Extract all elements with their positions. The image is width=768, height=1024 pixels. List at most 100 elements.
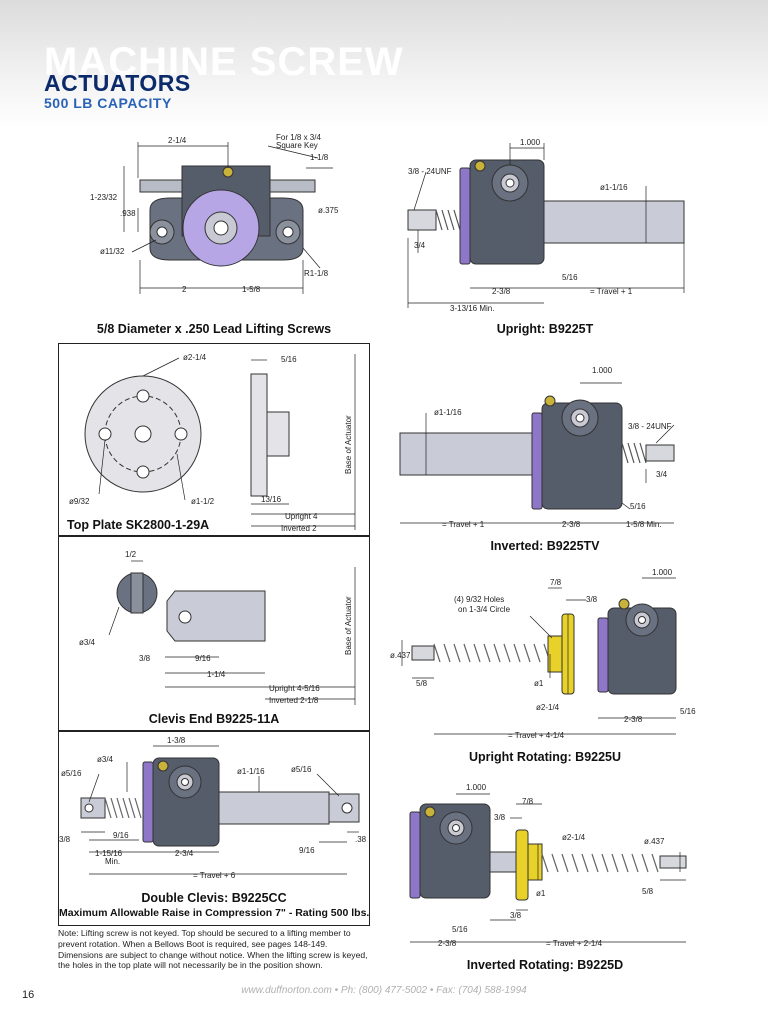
dim-flange-dia: ø2-1/4 xyxy=(562,833,586,842)
dim-holes-2: on 1-3/4 Circle xyxy=(458,605,511,614)
dim-flange: 7/8 xyxy=(522,797,534,806)
dim-width: 1.000 xyxy=(520,138,541,147)
page-title: ACTUATORS xyxy=(44,70,191,96)
dim-offset: 5/16 xyxy=(680,707,696,716)
dim-inverted: Inverted 2 xyxy=(281,524,317,533)
dim-key-len: 1-1/8 xyxy=(310,153,329,162)
dim-width: 1-3/8 xyxy=(167,736,186,745)
dim-body: 2-3/8 xyxy=(562,520,581,529)
dim-bolt-circle: ø1-1/2 xyxy=(191,497,215,506)
dim-dia-small: ø3/4 xyxy=(97,755,114,764)
inverted-rotating-panel: 1.000 7/8 3/8 ø2-1/4 ø.437 ø1 5/8 5/16 3… xyxy=(390,770,700,980)
dim-flange: 7/8 xyxy=(550,578,562,587)
dim-min-len: 1-5/8 Min. xyxy=(626,520,662,529)
base-label: Base of Actuator xyxy=(344,596,353,655)
dim-body: 2-3/8 xyxy=(624,715,643,724)
dim-upright: Upright 4 xyxy=(285,512,318,521)
dim-base-right: 1-5/8 xyxy=(242,285,261,294)
clevis-end-caption: Clevis End B9225-11A xyxy=(148,712,280,726)
dim-thread: 3/8 - 24UNF xyxy=(408,167,452,176)
double-clevis-panel: 1-3/8 ø3/4 ø5/16 ø1-1/16 ø5/16 9/16 3/8 … xyxy=(58,731,370,926)
page-header: MACHINE SCREW ACTUATORS 500 LB CAPACITY xyxy=(0,0,768,128)
upright-drawing: 1.000 3/8 - 24UNF ø1-1/16 3/4 5/16 2-3/8… xyxy=(407,138,685,313)
dim-body: 2-3/8 xyxy=(438,939,457,948)
dim-nut-gap: 3/8 xyxy=(586,595,598,604)
dim-offset: 5/16 xyxy=(630,502,646,511)
dim-offset: .938 xyxy=(120,209,136,218)
dim-key-note-2: Square Key xyxy=(276,141,318,150)
upright-rotating-panel: 1.000 (4) 9/32 Holes on 1-3/4 Circle 7/8… xyxy=(390,558,700,768)
dim-thread-len: 3/4 xyxy=(414,241,426,250)
dim-tube-dia: ø1-1/16 xyxy=(600,183,628,192)
upright-caption: Upright: B9225T xyxy=(496,322,594,336)
dim-base-left: 2 xyxy=(182,285,187,294)
caption-text: Diameter x .250 Lead Lifting Screws xyxy=(114,322,332,336)
double-clevis-subcaption: Maximum Allowable Raise in Compression 7… xyxy=(59,907,370,919)
dim-right-edge: .38 xyxy=(355,835,367,844)
dim-screw-dia: ø.437 xyxy=(644,837,665,846)
top-plate-panel: ø2-1/4 5/16 ø9/32 ø1-1/2 13/16 Upright 4… xyxy=(58,343,370,536)
dim-width-top: 2-1/4 xyxy=(168,136,187,145)
dim-key-note-1: For 1/8 x 3/4 xyxy=(276,133,321,142)
dim-upright: Upright 4-5/16 xyxy=(269,684,320,693)
dim-height: 1-23/32 xyxy=(90,193,118,202)
dim-holes-1: (4) 9/32 Holes xyxy=(454,595,504,604)
dim-thread-len: 3/4 xyxy=(656,470,668,479)
dim-screw-dia: ø.437 xyxy=(390,651,411,660)
inverted-drawing: 1.000 ø1-1/16 3/8 - 24UNF 3/4 5/16 = Tra… xyxy=(399,366,675,529)
clevis-end-drawing: 1/2 ø3/4 3/8 9/16 1-1/4 Upright 4-5/16 I… xyxy=(79,550,356,705)
dim-inverted: Inverted 2-1/8 xyxy=(269,696,319,705)
inverted-caption: Inverted: B9225TV xyxy=(490,539,600,553)
dim-pin-offset: 3/8 xyxy=(139,654,151,663)
dim-pin-offset: 9/16 xyxy=(113,831,129,840)
dim-flange-dia: ø2-1/4 xyxy=(536,703,560,712)
footer-contact[interactable]: www.duffnorton.com • Ph: (800) 477-5002 … xyxy=(241,985,527,996)
double-clevis-drawing: 1-3/8 ø3/4 ø5/16 ø1-1/16 ø5/16 9/16 3/8 … xyxy=(59,736,367,880)
dim-hole-dia: ø9/32 xyxy=(69,497,90,506)
dim-length: 1-1/4 xyxy=(207,670,226,679)
dim-end-offset: 3/8 xyxy=(59,835,71,844)
lead-screws-panel: 2-1/4 For 1/8 x 3/4 Square Key 1-1/8 1-2… xyxy=(58,128,370,343)
dim-travel: = Travel + 1 xyxy=(590,287,633,296)
dim-gap: 3/8 xyxy=(510,911,522,920)
inverted-rotating-caption: Inverted Rotating: B9225D xyxy=(466,958,624,972)
base-label: Base of Actuator xyxy=(344,415,353,474)
dim-width: 1.000 xyxy=(652,568,673,577)
page-number: 16 xyxy=(22,989,35,1001)
dim-thickness: 5/16 xyxy=(281,355,297,364)
dim-end-len: 5/8 xyxy=(642,887,654,896)
dim-travel: = Travel + 1 xyxy=(442,520,485,529)
inverted-panel: 1.000 ø1-1/16 3/8 - 24UNF 3/4 5/16 = Tra… xyxy=(390,343,700,558)
dim-travel: = Travel + 2-1/4 xyxy=(546,939,603,948)
dim-min-len: 3-13/16 Min. xyxy=(450,304,494,313)
dim-clear-min: Min. xyxy=(105,857,120,866)
dim-pin-to-face: 9/16 xyxy=(195,654,211,663)
upright-rotating-caption: Upright Rotating: B9225U xyxy=(468,750,622,764)
dim-bore: ø1 xyxy=(534,679,544,688)
dim-offset: 5/16 xyxy=(562,273,578,282)
upright-panel: 1.000 3/8 - 24UNF ø1-1/16 3/4 5/16 2-3/8… xyxy=(390,128,700,343)
dim-nut-gap: 3/8 xyxy=(494,813,506,822)
dim-thread: 3/8 - 24UNF xyxy=(628,422,672,431)
dim-hole-dia: ø11/32 xyxy=(100,247,125,256)
dim-body: 2-3/8 xyxy=(492,287,511,296)
page-subtitle: 500 LB CAPACITY xyxy=(44,95,172,111)
dim-end-len: 5/8 xyxy=(416,679,428,688)
note-text: Note: Lifting screw is not keyed. Top sh… xyxy=(58,928,368,971)
top-plate-drawing: ø2-1/4 5/16 ø9/32 ø1-1/2 13/16 Upright 4… xyxy=(69,353,356,533)
dim-right-pin: 9/16 xyxy=(299,846,315,855)
dim-travel: = Travel + 4-1/4 xyxy=(508,731,565,740)
inverted-rotating-drawing: 1.000 7/8 3/8 ø2-1/4 ø.437 ø1 5/8 5/16 3… xyxy=(409,783,687,948)
lead-screws-drawing: 2-1/4 For 1/8 x 3/4 Square Key 1-1/8 1-2… xyxy=(90,133,339,294)
lead-screws-caption: 5/8 Diameter x .250 Lead Lifting Screws xyxy=(58,322,370,336)
dim-hub: 13/16 xyxy=(261,495,282,504)
dim-outer-dia: ø2-1/4 xyxy=(183,353,207,362)
double-clevis-caption: Double Clevis: B9225CC xyxy=(141,891,287,905)
dim-pin-right: ø5/16 xyxy=(291,765,312,774)
title-ghost: MACHINE SCREW xyxy=(44,40,404,84)
dim-body: 2-3/4 xyxy=(175,849,194,858)
top-plate-caption: Top Plate SK2800-1-29A xyxy=(67,518,210,532)
dim-radius: R1-1/8 xyxy=(304,269,329,278)
dim-bore: ø1 xyxy=(536,889,546,898)
dim-offset: 5/16 xyxy=(452,925,468,934)
